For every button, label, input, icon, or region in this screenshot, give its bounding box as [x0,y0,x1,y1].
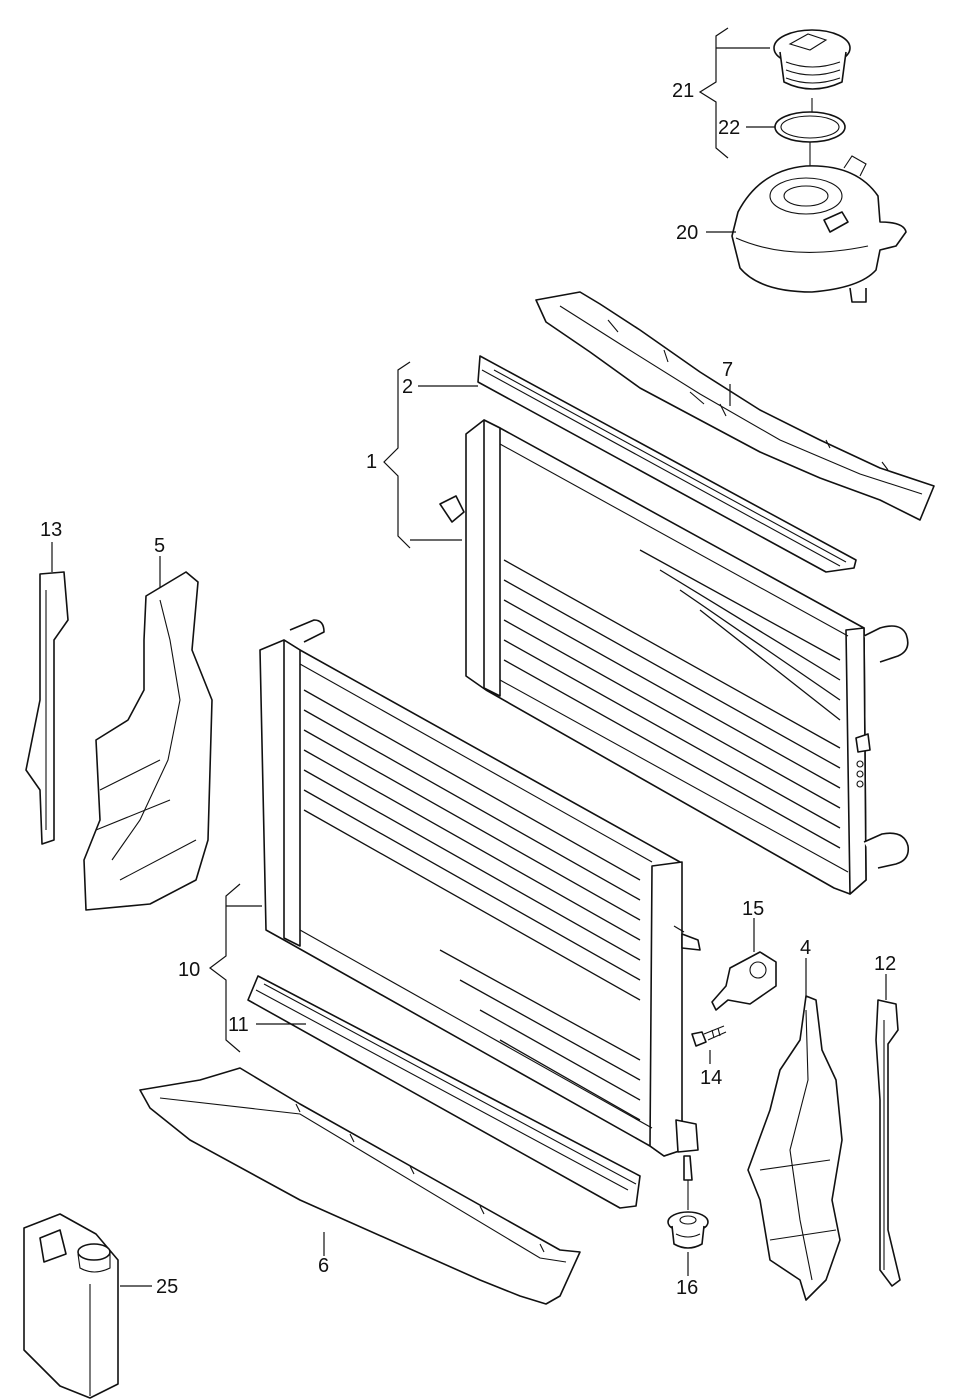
callout-16: 16 [676,1277,698,1299]
front-radiator[interactable] [259,619,701,1181]
callout-20: 20 [676,222,698,244]
upper-air-guide[interactable] [535,291,935,521]
upper-seal-strip[interactable] [477,355,857,573]
rear-radiator[interactable] [439,419,910,895]
callout-22: 22 [718,117,740,139]
callout-4: 4 [800,937,811,959]
rear-radiator-fins [503,549,841,849]
callout-12: 12 [874,953,896,975]
coolant-cap[interactable] [773,29,851,90]
callout-2: 2 [402,376,413,398]
front-radiator-fins [303,689,641,1121]
rubber-mount[interactable] [667,1211,709,1249]
callout-1: 1 [366,451,377,473]
lower-seal-strip[interactable] [247,975,641,1209]
callouts: 21 22 20 7 2 1 13 5 15 4 12 10 11 14 6 1… [40,80,896,1299]
callout-6: 6 [318,1255,329,1277]
callout-5: 5 [154,535,165,557]
callout-10: 10 [178,959,200,981]
lower-air-guide[interactable] [139,1067,581,1305]
callout-13: 13 [40,519,62,541]
leader-lines [51,27,887,1287]
callout-7: 7 [722,359,733,381]
right-air-duct[interactable] [747,995,843,1301]
coolant-container[interactable] [23,1213,119,1399]
right-seal-strip[interactable] [875,999,901,1287]
screw[interactable] [691,1025,727,1047]
mounting-bracket[interactable] [711,951,777,1011]
expansion-tank[interactable] [731,155,907,303]
left-air-duct[interactable] [83,571,213,911]
left-seal-strip[interactable] [25,571,69,845]
cap-seal-ring[interactable] [774,111,846,143]
callout-21: 21 [672,80,694,102]
callout-25: 25 [156,1276,178,1298]
callout-14: 14 [700,1067,722,1089]
callout-15: 15 [742,898,764,920]
callout-11: 11 [228,1014,249,1036]
